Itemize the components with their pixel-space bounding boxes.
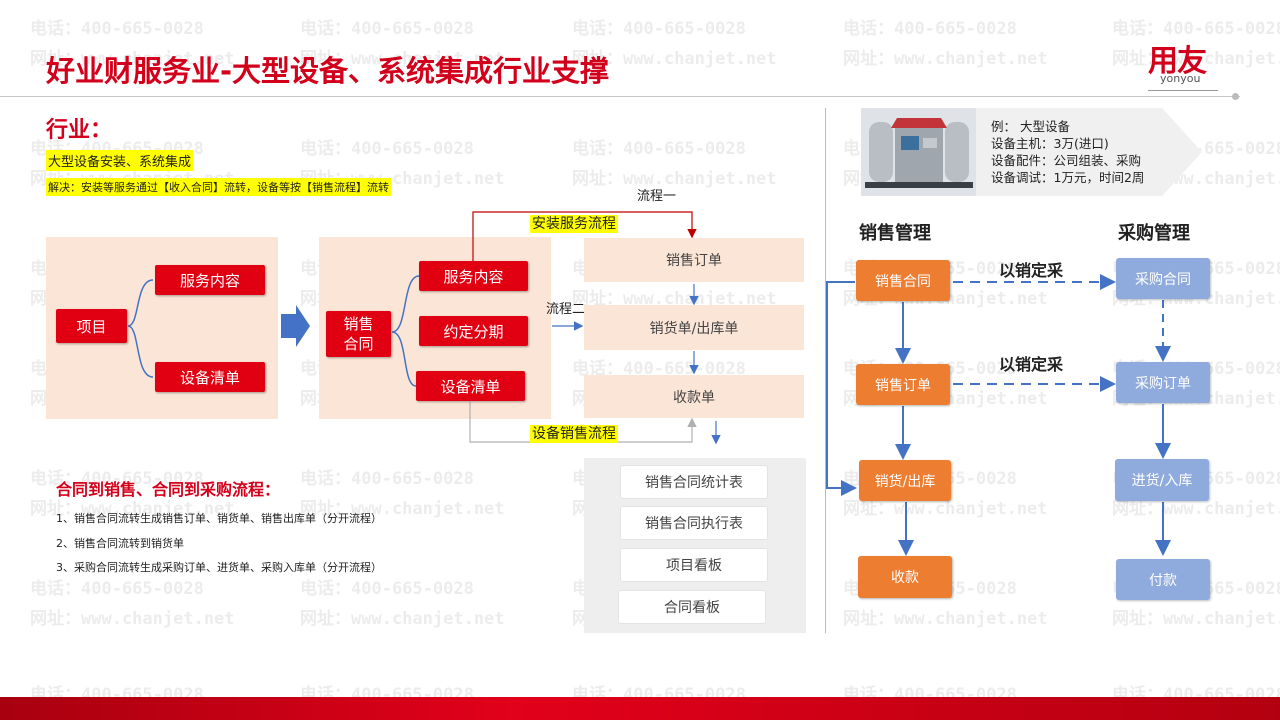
title-divider bbox=[0, 96, 1240, 97]
delivery-step: 销货单/出库单 bbox=[584, 305, 804, 350]
watermark-phone: 电话：400-665-0028 bbox=[300, 469, 474, 489]
receipt-box: 收款 bbox=[858, 556, 952, 598]
example-banner bbox=[976, 108, 1162, 196]
sales-driven-purchase-label-1: 以销定采 bbox=[999, 261, 1064, 280]
service-content-node-2: 服务内容 bbox=[419, 261, 528, 291]
solution-highlight: 解决：安装等服务通过【收入合同】流转，设备等按【销售流程】流转 bbox=[46, 178, 391, 196]
project-node: 项目 bbox=[56, 309, 127, 343]
report-item-contract-stats[interactable]: 销售合同统计表 bbox=[620, 465, 768, 499]
watermark-site: 网址：www.chanjet.net bbox=[300, 609, 505, 629]
example-banner-arrow bbox=[1162, 108, 1202, 196]
industry-heading: 行业： bbox=[46, 118, 113, 143]
example-line-3: 设备配件：公司组装、采购 bbox=[991, 153, 1142, 168]
footer-bar bbox=[0, 697, 1280, 720]
equipment-photo bbox=[861, 108, 976, 196]
watermark-site: 网址：www.chanjet.net bbox=[843, 49, 1048, 69]
title-divider-dot bbox=[1232, 93, 1239, 100]
equipment-list-node-1: 设备清单 bbox=[155, 362, 265, 392]
report-item-contract-board[interactable]: 合同看板 bbox=[618, 590, 766, 624]
contract-flow-item-1: 1、销售合同流转生成销售订单、销货单、销售出库单（分开流程） bbox=[56, 512, 382, 525]
sales-management-heading: 销售管理 bbox=[859, 223, 931, 244]
sales-order-step: 销售订单 bbox=[584, 238, 804, 282]
installment-node: 约定分期 bbox=[419, 316, 528, 346]
watermark-phone: 电话：400-665-0028 bbox=[300, 139, 474, 159]
example-line-4: 设备调试：1万元，时间2周 bbox=[991, 170, 1145, 185]
example-line-2: 设备主机：3万(进口) bbox=[991, 136, 1109, 151]
contract-flow-heading: 合同到销售、合同到采购流程： bbox=[56, 480, 281, 499]
purchase-management-heading: 采购管理 bbox=[1118, 223, 1190, 244]
watermark-phone: 电话：400-665-0028 bbox=[843, 19, 1017, 39]
report-item-contract-execution[interactable]: 销售合同执行表 bbox=[620, 506, 768, 540]
equipment-sales-flow-label: 设备销售流程 bbox=[530, 425, 618, 443]
report-item-project-board[interactable]: 项目看板 bbox=[620, 548, 768, 582]
sales-order-box: 销售订单 bbox=[856, 364, 950, 405]
vertical-divider bbox=[825, 108, 826, 633]
watermark-phone: 电话：400-665-0028 bbox=[572, 139, 746, 159]
brand-logo-text: 用友 bbox=[1148, 44, 1207, 79]
purchase-contract-box: 采购合同 bbox=[1116, 258, 1210, 299]
watermark-phone: 电话：400-665-0028 bbox=[300, 19, 474, 39]
purchase-receipt-box: 进货/入库 bbox=[1115, 459, 1209, 501]
payment-box: 付款 bbox=[1116, 559, 1210, 600]
install-service-flow-label: 安装服务流程 bbox=[530, 215, 618, 233]
industry-highlight: 大型设备安装、系统集成 bbox=[46, 150, 194, 171]
watermark-site: 网址：www.chanjet.net bbox=[30, 609, 235, 629]
sales-driven-purchase-label-2: 以销定采 bbox=[999, 355, 1064, 374]
flow-two-label: 流程二 bbox=[546, 302, 586, 317]
watermark-phone: 电话：400-665-0028 bbox=[572, 19, 746, 39]
logo-underline bbox=[1148, 90, 1218, 91]
flow-one-label: 流程一 bbox=[637, 189, 677, 204]
purchase-order-box: 采购订单 bbox=[1116, 362, 1210, 403]
contract-flow-item-2: 2、销售合同流转到销货单 bbox=[56, 537, 184, 550]
sales-contract-node: 销售 合同 bbox=[326, 311, 391, 357]
watermark-site: 网址：www.chanjet.net bbox=[843, 609, 1048, 629]
contract-flow-item-3: 3、采购合同流转生成采购订单、进货单、采购入库单（分开流程） bbox=[56, 561, 382, 574]
watermark-phone: 电话：400-665-0028 bbox=[30, 19, 204, 39]
watermark-phone: 电话：400-665-0028 bbox=[300, 579, 474, 599]
delivery-box: 销货/出库 bbox=[859, 460, 951, 501]
receipt-step: 收款单 bbox=[584, 375, 804, 418]
watermark-site: 网址：www.chanjet.net bbox=[1112, 609, 1280, 629]
watermark-phone: 电话：400-665-0028 bbox=[30, 579, 204, 599]
equipment-list-node-2: 设备清单 bbox=[416, 371, 525, 401]
service-content-node-1: 服务内容 bbox=[155, 265, 265, 295]
example-line-1: 例： 大型设备 bbox=[991, 119, 1070, 134]
sales-contract-box: 销售合同 bbox=[856, 260, 950, 301]
page-title: 好业财服务业-大型设备、系统集成行业支撑 bbox=[46, 54, 610, 88]
brand-logo-subtext: yonyou bbox=[1160, 72, 1201, 85]
